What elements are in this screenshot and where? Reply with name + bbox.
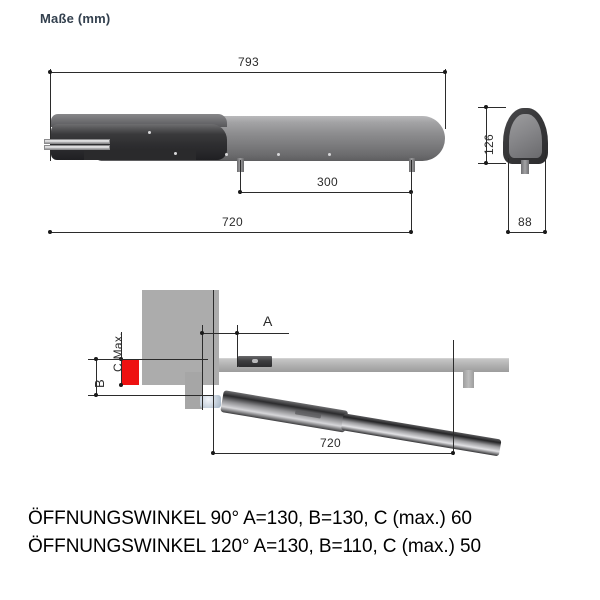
- dim-720b-label: 720: [320, 436, 341, 450]
- dim-b-tick-top: [94, 357, 98, 361]
- bracket-hole: [252, 359, 258, 363]
- motor-housing-skirt: [84, 150, 196, 160]
- dim-a-label: A: [263, 313, 273, 329]
- housing-screw-1: [148, 131, 151, 134]
- dim-c-tick-bottom: [119, 383, 123, 387]
- rear-rail-lower: [44, 145, 110, 150]
- dim-b-line: [96, 359, 97, 396]
- dim-720b-tick-right: [451, 451, 455, 455]
- dim-b-tick-bottom: [94, 393, 98, 397]
- installation-plan-group: A C Max. B 720: [0, 260, 600, 490]
- dim-88-tick-left: [506, 230, 510, 234]
- dim-793-ext-right: [445, 69, 446, 129]
- housing-screw-4: [277, 153, 280, 156]
- dim-300-line: [240, 192, 412, 193]
- dim-793-tick-right: [443, 70, 447, 74]
- dim-126-line: [486, 107, 487, 164]
- dim-126-label: 126: [482, 134, 496, 155]
- dim-720b-tick-left: [211, 451, 215, 455]
- motor-housing-cover: [51, 114, 227, 127]
- dim-126-ext-bottom: [478, 163, 506, 164]
- opening-angle-90-caption: ÖFFNUNGSWINKEL 90° A=130, B=130, C (max.…: [28, 508, 472, 529]
- dim-720-label: 720: [222, 215, 243, 229]
- dim-126-ext-top: [478, 107, 506, 108]
- dim-a-tick-left: [200, 331, 204, 335]
- dim-c-max-label: C Max.: [111, 332, 125, 372]
- dim-a-tick-right: [235, 331, 239, 335]
- dim-720b-ext-right: [453, 340, 454, 455]
- dim-88-line: [508, 232, 546, 233]
- dim-720-line: [50, 232, 412, 233]
- actuator-side-view-group: 793 300 720: [0, 0, 600, 260]
- dim-a-ext-left: [202, 325, 203, 410]
- housing-screw-5: [328, 153, 331, 156]
- dim-126-tick-top: [484, 105, 488, 109]
- dim-300-ext-right: [411, 160, 412, 194]
- page-title: Maße (mm): [40, 11, 111, 26]
- dim-88-tick-right: [543, 230, 547, 234]
- dim-793-tick-left: [48, 70, 52, 74]
- housing-screw-2: [174, 152, 177, 155]
- dim-88-ext-right: [545, 150, 546, 234]
- dim-300-label: 300: [317, 175, 338, 189]
- dim-b-label: B: [92, 379, 107, 388]
- mount-pin-right: [409, 158, 415, 172]
- opening-angle-120-caption: ÖFFNUNGSWINKEL 120° A=130, B=110, C (max…: [28, 536, 481, 557]
- dim-793-ext-left: [50, 69, 51, 161]
- dim-300-tick-left: [238, 190, 242, 194]
- dim-a-ext-right: [237, 325, 238, 367]
- dim-88-ext-left: [508, 158, 509, 234]
- dim-b-ext-top: [88, 359, 208, 360]
- dim-720-tick-right: [409, 230, 413, 234]
- dim-720b-ext-left: [213, 290, 214, 455]
- dim-300-ext-left: [240, 160, 241, 194]
- offset-highlight-block: [122, 359, 139, 385]
- rear-rail-upper: [44, 139, 110, 144]
- dim-793-line: [50, 72, 445, 73]
- dim-88-label: 88: [518, 215, 532, 229]
- pillar-post: [185, 372, 202, 409]
- dim-126-tick-bottom: [484, 161, 488, 165]
- gate-leaf-post: [463, 370, 474, 388]
- housing-screw-3: [225, 153, 228, 156]
- dim-720-tick-left: [48, 230, 52, 234]
- gate-pillar: [142, 290, 219, 385]
- dim-720b-line: [213, 453, 454, 454]
- cross-section-stem: [521, 160, 529, 174]
- dim-720-ext-right: [411, 192, 412, 234]
- pillar-hinge-node: [200, 395, 221, 408]
- dim-b-ext-bottom: [88, 395, 213, 396]
- dim-793-label: 793: [238, 55, 259, 69]
- actuator-arm-open-position: [220, 390, 502, 456]
- cross-section-core: [509, 114, 542, 158]
- dim-a-line: [202, 333, 289, 334]
- gate-leaf-closed: [219, 358, 509, 372]
